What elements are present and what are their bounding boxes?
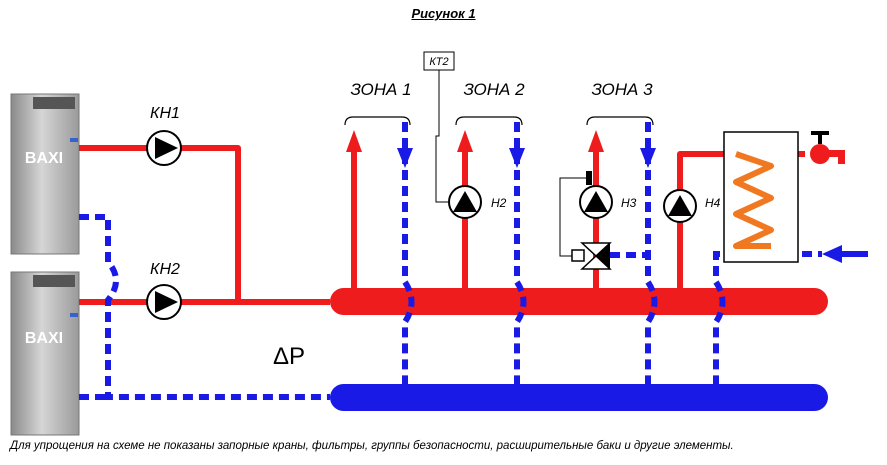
three-way-valve xyxy=(559,171,612,270)
pump-n2 xyxy=(448,185,482,219)
hot-water-tank xyxy=(723,131,799,263)
zone-braces xyxy=(344,116,654,126)
pump-n4-label: Н4 xyxy=(705,196,721,210)
return-arrows xyxy=(397,148,842,263)
boiler-brand-top: BAXI xyxy=(25,150,63,167)
figure-title: Рисунок 1 xyxy=(411,6,476,21)
heat-exchanger-coil xyxy=(733,151,774,249)
sensor-kt2-label: КТ2 xyxy=(429,56,448,68)
pump-n3-label: Н3 xyxy=(621,196,637,210)
sensor-kt2: КТ2 xyxy=(423,51,455,203)
pump-kn1-label: КН1 xyxy=(150,105,180,122)
supply-header xyxy=(330,288,828,315)
pump-n2-label: Н2 xyxy=(491,196,507,210)
boiler-brand-bottom: BAXI xyxy=(25,330,63,347)
pump-kn2 xyxy=(146,284,182,320)
boiler-top: BAXI xyxy=(10,93,80,255)
zone-3-label: ЗОНА 3 xyxy=(591,80,653,99)
pump-n3 xyxy=(579,185,613,219)
return-header xyxy=(330,384,828,411)
supply-pipes xyxy=(79,145,805,305)
supply-arrows xyxy=(346,130,604,152)
figure-caption: Для упрощения на схеме не показаны запор… xyxy=(10,440,734,452)
zone-1-label: ЗОНА 1 xyxy=(350,80,411,99)
return-pipes xyxy=(79,122,822,400)
zone-2-label: ЗОНА 2 xyxy=(463,80,525,99)
hot-water-tap xyxy=(810,131,845,164)
pump-kn1 xyxy=(146,130,182,166)
boiler-bottom: BAXI xyxy=(10,271,80,436)
pump-n4 xyxy=(663,189,697,223)
pump-kn2-label: КН2 xyxy=(150,261,180,278)
delta-p-label: ΔP xyxy=(273,343,305,370)
